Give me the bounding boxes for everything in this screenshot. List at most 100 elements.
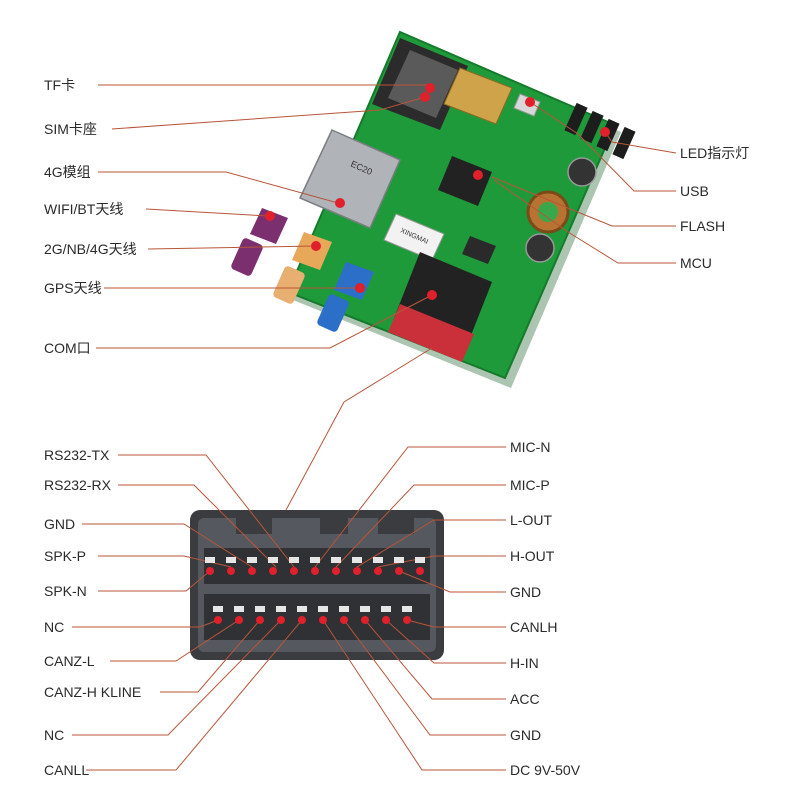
leader-canz-l	[110, 619, 240, 662]
pin-contact-top	[268, 557, 278, 563]
lte-antenna	[273, 232, 332, 304]
pin-contact-bottom	[213, 606, 223, 612]
pin-marker-top	[416, 567, 424, 575]
pin-marker-top	[332, 567, 340, 575]
pin-marker-top	[269, 567, 277, 575]
pin-label-nc-2: NC	[44, 727, 65, 743]
pin-label-gnd-right-2: GND	[510, 727, 542, 743]
pin-marker-bottom	[298, 616, 306, 624]
pin-contact-top	[247, 557, 257, 563]
leader-canll	[86, 619, 303, 771]
led-header	[564, 102, 636, 160]
pin-label-gnd-right-1: GND	[510, 584, 542, 600]
pin-marker-bottom	[340, 616, 348, 624]
marker-flash	[473, 170, 483, 180]
pin-contact-bottom	[276, 606, 286, 612]
pin-label-spk-n: SPK-N	[44, 583, 87, 599]
pin-contact-top	[415, 557, 425, 563]
pin-marker-top	[248, 567, 256, 575]
pin-marker-bottom	[403, 616, 411, 624]
leader-com	[96, 294, 433, 349]
pin-contact-bottom	[360, 606, 370, 612]
leader-mcu	[493, 179, 676, 264]
pin-contact-bottom	[318, 606, 328, 612]
pin-contact-top	[352, 557, 362, 563]
pin-label-nc-1: NC	[44, 619, 65, 635]
pin-contact-bottom	[402, 606, 412, 612]
sim-holder-metal	[388, 50, 458, 118]
label-2g-nb-4g-antenna: 2G/NB/4G天线	[44, 241, 137, 257]
label-wifi-bt-antenna: WIFI/BT天线	[44, 201, 124, 217]
small-chip	[462, 236, 496, 264]
pin-contact-top	[310, 557, 320, 563]
pin-marker-bottom	[361, 616, 369, 624]
label-led-indicator: LED指示灯	[680, 145, 750, 161]
leader-l-out	[356, 519, 506, 568]
leader-canz-h	[160, 619, 261, 693]
leader-2g-nb-4g	[147, 245, 316, 250]
pin-label-canz-h-kline: CANZ-H KLINE	[44, 684, 142, 700]
leader-spk-p	[98, 555, 232, 568]
label-4g-module: 4G模组	[44, 164, 91, 180]
label-sim-holder: SIM卡座	[44, 121, 97, 137]
label-mcu: MCU	[680, 255, 712, 271]
pin-marker-bottom	[277, 616, 285, 624]
capacitor-2	[525, 233, 555, 263]
pin-contact-top	[373, 557, 383, 563]
pin-marker-bottom	[214, 616, 222, 624]
leader-dc	[322, 619, 506, 771]
marker-4g-module	[335, 198, 345, 208]
leader-gnd-right-1	[398, 570, 506, 593]
leader-com-connector	[285, 347, 433, 511]
pin-marker-bottom	[256, 616, 264, 624]
com-connector-face	[388, 304, 474, 362]
leader-rs232-rx	[118, 484, 277, 568]
pin-label-dc-9v-50v: DC 9V-50V	[510, 762, 581, 778]
pcb-board: EC20 XINGMAI	[231, 30, 636, 388]
pin-contact-bottom	[297, 606, 307, 612]
leader-mic-n	[314, 446, 506, 568]
mcu-chip	[438, 156, 492, 206]
pin-label-canlh: CANLH	[510, 619, 558, 635]
pin-label-mic-p: MIC-P	[510, 477, 550, 493]
pin-contact-top	[394, 557, 404, 563]
leader-mic-p	[335, 484, 506, 568]
pin-label-canll: CANLL	[44, 762, 90, 778]
leader-4g-module	[98, 171, 339, 204]
leader-lines	[72, 84, 677, 771]
leader-flash	[491, 176, 676, 227]
pin-marker-top	[374, 567, 382, 575]
marker-com	[427, 290, 437, 300]
marker-led	[600, 127, 610, 137]
pin-label-h-out: H-OUT	[510, 548, 555, 564]
leader-h-out	[377, 555, 506, 568]
pin-contact-top	[205, 557, 215, 563]
pin-contact-bottom	[234, 606, 244, 612]
leader-canlh	[406, 619, 506, 628]
leader-gnd-left	[82, 523, 253, 568]
label-gps-antenna: GPS天线	[44, 280, 102, 296]
leader-usb	[529, 101, 676, 192]
pin-contact-bottom	[381, 606, 391, 612]
marker-gps	[355, 283, 365, 293]
leader-gnd-right-2	[343, 619, 506, 736]
pin-marker-top	[395, 567, 403, 575]
label-usb: USB	[680, 183, 709, 199]
label-tf-card: TF卡	[44, 77, 76, 93]
leader-h-in	[385, 619, 506, 664]
label-flash: FLASH	[680, 218, 726, 234]
pin-contact-top	[289, 557, 299, 563]
marker-tf-card	[425, 83, 435, 93]
leader-acc	[364, 619, 506, 700]
pin-label-h-in: H-IN	[510, 655, 539, 671]
pin-contact-top	[226, 557, 236, 563]
leader-rs232-tx	[118, 454, 295, 568]
pin-marker-bottom	[319, 616, 327, 624]
pin-label-gnd-left: GND	[44, 516, 76, 532]
pin-label-rs232-tx: RS232-TX	[44, 447, 110, 463]
pin-marker-top	[206, 567, 214, 575]
leader-spk-n	[98, 570, 211, 592]
marker-2g-nb-4g	[311, 241, 321, 251]
